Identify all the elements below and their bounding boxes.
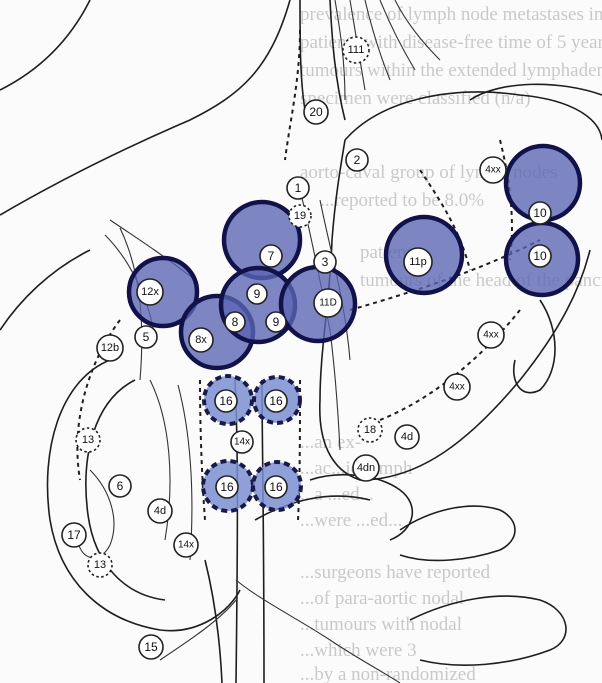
node-18: 18 bbox=[358, 418, 382, 442]
svg-text:8: 8 bbox=[232, 315, 239, 329]
svg-text:11D: 11D bbox=[319, 298, 337, 309]
svg-text:19: 19 bbox=[294, 210, 306, 222]
svg-text:16: 16 bbox=[219, 394, 233, 408]
node-2: 2 bbox=[346, 149, 368, 171]
node-4d: 4d bbox=[148, 499, 172, 523]
node-13-upper: 13 bbox=[76, 428, 100, 452]
node-14x-mid: 14x bbox=[231, 431, 253, 453]
label-8x: 8x bbox=[189, 328, 213, 352]
svg-text:9: 9 bbox=[254, 287, 261, 301]
label-9-upper: 9 bbox=[247, 284, 267, 304]
spleen-lower bbox=[514, 300, 555, 393]
label-16-c: 16 bbox=[216, 476, 238, 498]
label-9-lower: 9 bbox=[266, 312, 286, 332]
svg-text:4xx: 4xx bbox=[449, 382, 465, 393]
label-11p: 11p bbox=[404, 248, 432, 276]
svg-text:12x: 12x bbox=[141, 286, 159, 298]
svg-text:14x: 14x bbox=[178, 540, 194, 551]
svg-text:14x: 14x bbox=[234, 437, 250, 448]
crus-line bbox=[380, 0, 415, 70]
svg-text:13: 13 bbox=[82, 434, 94, 446]
svg-text:2: 2 bbox=[354, 153, 361, 167]
node-tags: 1 2 3 5 6 20 12b 17 15 4d 4d 4dn 4xx 4xx… bbox=[62, 37, 506, 659]
svg-text:10: 10 bbox=[533, 249, 547, 263]
pancreas-tail bbox=[310, 475, 412, 540]
svg-text:16: 16 bbox=[269, 394, 283, 408]
label-12x: 12x bbox=[137, 279, 163, 305]
svg-text:16: 16 bbox=[269, 480, 283, 494]
liver-lobe-edge bbox=[0, 0, 90, 90]
node-4xx-mid: 4xx bbox=[478, 322, 504, 348]
liver-edge bbox=[0, 0, 290, 215]
node-12b: 12b bbox=[97, 335, 123, 361]
esophagus-left bbox=[300, 0, 305, 110]
boundary-dashed bbox=[285, 30, 300, 160]
node-20: 20 bbox=[304, 100, 328, 124]
svg-text:6: 6 bbox=[117, 479, 124, 493]
node-13-lower: 13 bbox=[88, 553, 112, 577]
label-16-a: 16 bbox=[215, 390, 237, 412]
svg-text:12b: 12b bbox=[101, 342, 119, 354]
highlight-labels: 12x 8x 8 7 9 9 11D 11p 10 10 16 16 16 16 bbox=[137, 202, 551, 498]
svg-text:17: 17 bbox=[67, 528, 81, 542]
node-4d-right: 4d bbox=[395, 425, 419, 449]
node-6: 6 bbox=[109, 475, 131, 497]
iliac-branch bbox=[236, 580, 400, 683]
svg-text:4xx: 4xx bbox=[483, 330, 499, 341]
label-11d: 11D bbox=[314, 289, 342, 317]
node-17: 17 bbox=[62, 523, 86, 547]
svg-text:9: 9 bbox=[273, 315, 280, 329]
node-5: 5 bbox=[135, 326, 157, 348]
svg-text:4d: 4d bbox=[154, 505, 166, 517]
crus-line bbox=[365, 0, 390, 80]
svg-text:15: 15 bbox=[144, 640, 158, 654]
label-8: 8 bbox=[225, 312, 245, 332]
svg-text:4dn: 4dn bbox=[357, 462, 375, 474]
label-16-b: 16 bbox=[265, 390, 287, 412]
svg-text:11p: 11p bbox=[409, 256, 427, 268]
node-3: 3 bbox=[314, 251, 336, 273]
svg-text:3: 3 bbox=[322, 255, 329, 269]
label-16-d: 16 bbox=[265, 476, 287, 498]
node-4xx-lower: 4xx bbox=[444, 374, 470, 400]
crus-line bbox=[395, 0, 440, 60]
svg-text:13: 13 bbox=[94, 559, 106, 571]
label-7: 7 bbox=[260, 245, 282, 267]
node-14x-lower: 14x bbox=[174, 533, 198, 557]
gallbladder-edge bbox=[0, 250, 90, 330]
aorta-right bbox=[262, 380, 264, 683]
renal-vein bbox=[400, 506, 515, 560]
svg-text:18: 18 bbox=[364, 424, 376, 436]
svg-text:7: 7 bbox=[268, 249, 275, 263]
label-10-upper: 10 bbox=[529, 202, 551, 224]
svg-text:1: 1 bbox=[295, 181, 302, 195]
svg-text:111: 111 bbox=[348, 44, 365, 56]
node-4xx-upper: 4xx bbox=[480, 157, 506, 183]
kidney-outline bbox=[410, 596, 566, 665]
node-1: 1 bbox=[287, 177, 309, 199]
aorta-left bbox=[235, 380, 237, 683]
svg-text:10: 10 bbox=[533, 206, 547, 220]
node-4dn: 4dn bbox=[353, 455, 379, 481]
node-15: 15 bbox=[139, 635, 163, 659]
node-111: 111 bbox=[343, 37, 369, 63]
svg-text:4d: 4d bbox=[401, 431, 413, 443]
stomach-upper-curvature bbox=[345, 92, 602, 140]
node-19: 19 bbox=[289, 205, 311, 227]
svg-text:20: 20 bbox=[309, 105, 323, 119]
svg-text:16: 16 bbox=[220, 480, 234, 494]
label-10-lower: 10 bbox=[529, 245, 551, 267]
svg-text:4xx: 4xx bbox=[485, 165, 501, 176]
svg-text:5: 5 bbox=[143, 330, 150, 344]
svg-text:8x: 8x bbox=[195, 334, 207, 346]
